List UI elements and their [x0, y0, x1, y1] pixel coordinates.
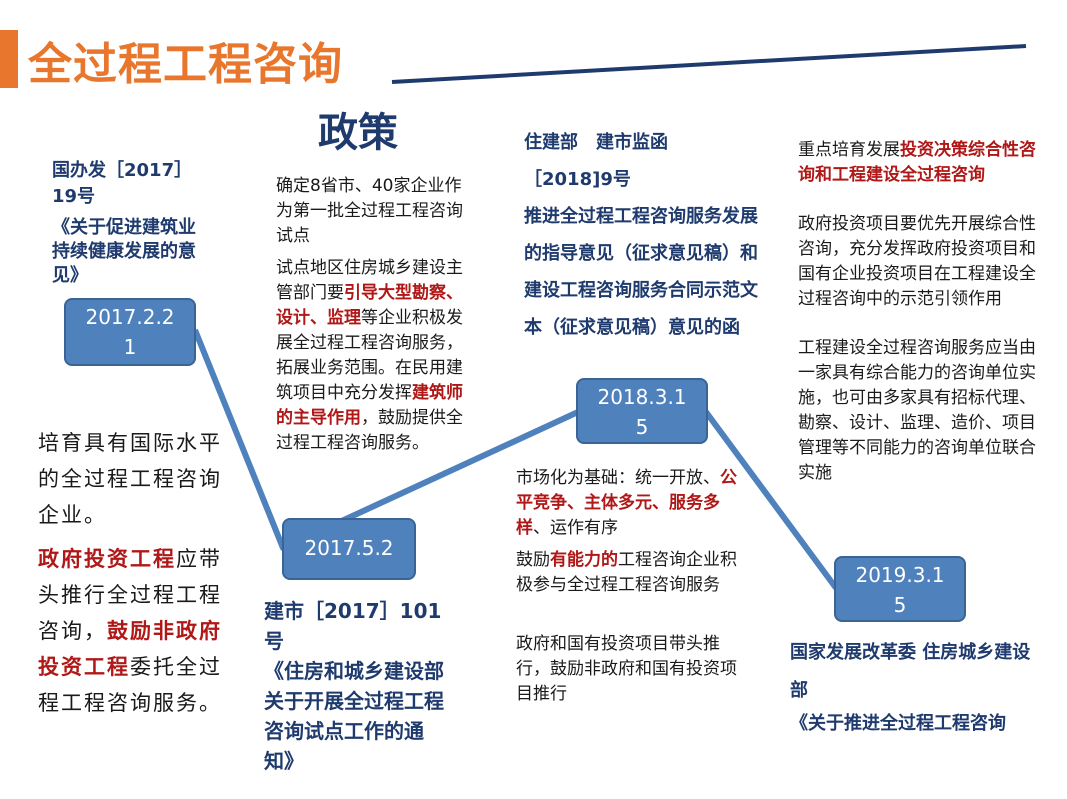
- left-text-p1: 培育具有国际水平的全过程工程咨询企业。: [38, 431, 222, 527]
- header-divider-line: [391, 44, 1027, 84]
- doc4-p2: 工程建设全过程咨询服务应当由一家具有综合能力的咨询单位实施，也可由多家具有招标代…: [798, 338, 1036, 483]
- timeline-node-2017-2-21: 2017.2.21: [64, 298, 196, 366]
- page-title: 全过程工程咨询: [28, 39, 343, 90]
- doc1-title: 《关于促进建筑业持续健康发展的意见》: [52, 217, 196, 286]
- doc3-p1-red: 公平竞争、主体多元、服务多样: [516, 468, 737, 538]
- doc3-p2-a: 鼓励: [516, 550, 550, 570]
- doc3-issuer: 住建部 建市监函［2018]9号: [524, 132, 668, 190]
- doc4-intro-red: 投资决策综合性咨询和工程建设全过程咨询: [798, 140, 1036, 185]
- doc2-p2-c: ，鼓励提供全过程工程咨询服务。: [276, 408, 463, 453]
- doc4-intro-a: 重点培育发展: [798, 140, 900, 160]
- timeline-node-2017-5-2: 2017.5.2: [282, 518, 416, 580]
- doc2-p1: 确定8省市、40家企业作为第一批全过程工程咨询试点: [276, 176, 463, 246]
- doc3-p1: 市场化为基础：统一开放、公平竞争、主体多元、服务多样、运作有序: [516, 466, 752, 541]
- doc3-p2-b: 工程咨询企业积极参与全过程工程咨询服务: [516, 550, 737, 595]
- page-subtitle: 政策: [318, 110, 398, 156]
- timeline-node-2018-3-15: 2018.3.15: [576, 378, 708, 444]
- doc3-p2: 鼓励有能力的工程咨询企业积极参与全过程工程咨询服务: [516, 548, 752, 598]
- doc3-p1-b: 、运作有序: [533, 518, 618, 538]
- doc2-p2: 试点地区住房城乡建设主管部门要引导大型勘察、设计、监理等企业积极发展全过程工程咨…: [276, 256, 474, 456]
- doc3-p2-red: 有能力的: [550, 550, 618, 570]
- doc3-p1-a: 市场化为基础：统一开放、: [516, 468, 720, 488]
- doc2-p2-b: 等企业积极发展全过程工程咨询服务，拓展业务范围。在民用建筑项目中充分发挥: [276, 308, 463, 403]
- doc2-p2-a: 试点地区住房城乡建设主管部门要: [276, 258, 463, 303]
- doc4-issuer: 国家发展改革委 住房城乡建设部: [790, 642, 1031, 701]
- doc2-p2-red1: 引导大型勘察、设计、监理: [276, 283, 463, 328]
- left-text-block: 培育具有国际水平的全过程工程咨询企业。 政府投资工程应带头推行全过程工程咨询，鼓…: [38, 425, 228, 721]
- doc3-title: 推进全过程工程咨询服务发展的指导意见（征求意见稿）和建设工程咨询服务合同示范文本…: [524, 206, 758, 338]
- left-text-p2: 政府投资工程应带头推行全过程工程咨询，鼓励非政府投资工程委托全过程工程咨询服务。: [38, 541, 228, 721]
- doc2-title: 《住房和城乡建设部关于开展全过程工程咨询试点工作的通知》: [264, 659, 444, 773]
- doc2-issuer: 建市［2017］101号: [264, 599, 442, 653]
- doc1-issuer: 国办发［2017］19号: [52, 160, 193, 207]
- node-date: 2017.5.2: [304, 536, 394, 560]
- doc4-p1: 政府投资项目要优先开展综合性咨询，充分发挥政府投资项目和国有企业投资项目在工程建…: [798, 214, 1036, 309]
- left-text-a: 应带头推行全过程工程咨询，: [38, 547, 222, 643]
- node-date: 2018.3.15: [597, 385, 687, 439]
- node-date: 2017.2.21: [85, 305, 175, 359]
- doc4-title: 《关于推进全过程工程咨询: [790, 713, 1006, 734]
- left-text-red2: 鼓励非政府投资工程: [38, 619, 222, 679]
- doc3-p3: 政府和国有投资项目带头推行，鼓励非政府和国有投资项目推行: [516, 634, 737, 704]
- left-text-b: 委托全过程工程咨询服务。: [38, 655, 222, 715]
- left-text-red1: 政府投资工程: [38, 547, 176, 571]
- doc4-intro: 重点培育发展投资决策综合性咨询和工程建设全过程咨询: [798, 138, 1038, 188]
- doc2-p2-red2: 建筑师的主导作用: [276, 383, 463, 428]
- title-accent-bar: [0, 30, 18, 88]
- node-date: 2019.3.15: [855, 563, 945, 617]
- timeline-node-2019-3-15: 2019.3.15: [834, 556, 966, 622]
